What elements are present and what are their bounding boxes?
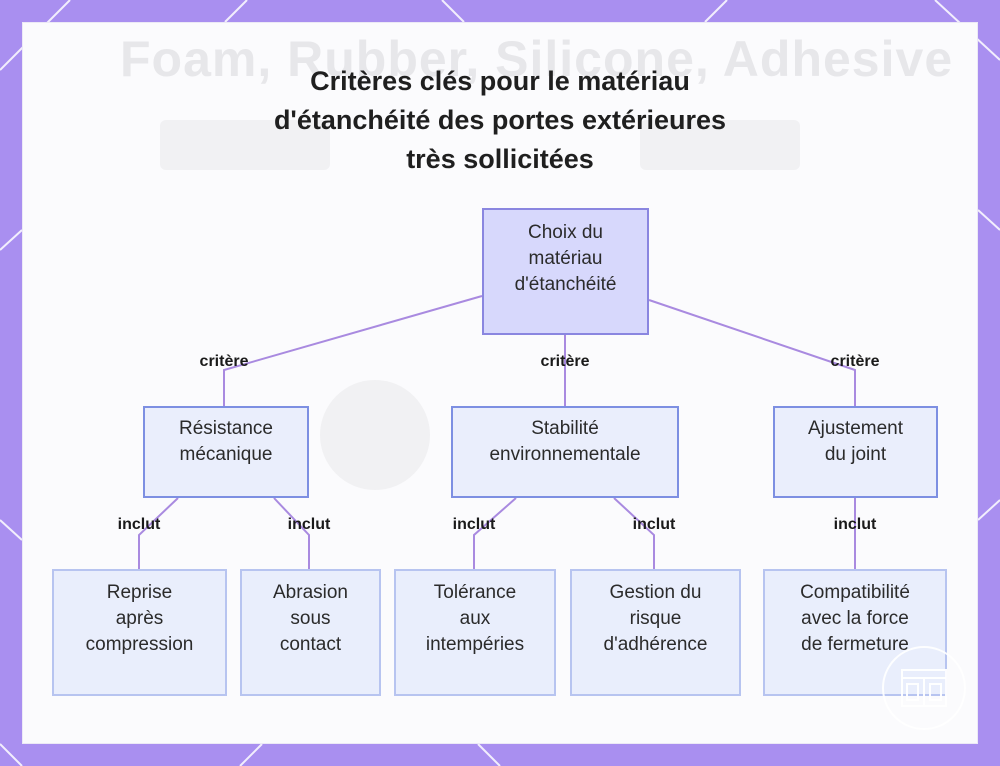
node-label: Ajustement bbox=[807, 418, 904, 439]
edge-label: inclut bbox=[287, 516, 331, 533]
background-shape bbox=[320, 380, 430, 490]
connector-mech-abrasion bbox=[273, 497, 310, 569]
title-line: très sollicitées bbox=[406, 144, 594, 174]
node-label: sous bbox=[290, 608, 331, 629]
watermark-logo-icon bbox=[882, 646, 966, 730]
node-label: Gestion du bbox=[609, 582, 702, 603]
background-text: Foam, Rubber, Silicone, Adhesive bbox=[120, 31, 954, 87]
node-recovery: Reprise après compression bbox=[52, 569, 227, 696]
node-label: Abrasion bbox=[273, 582, 348, 603]
background-shape bbox=[160, 120, 330, 170]
connector-mech-recovery bbox=[138, 497, 179, 569]
node-label: Résistance bbox=[179, 418, 273, 439]
edge-label: inclut bbox=[117, 516, 161, 533]
node-label: du joint bbox=[824, 444, 887, 465]
node-label: environnementale bbox=[489, 444, 641, 465]
node-adhesion: Gestion du risque d'adhérence bbox=[570, 569, 741, 696]
node-label: intempéries bbox=[425, 634, 525, 655]
node-label: contact bbox=[279, 634, 342, 655]
node-label: Compatibilité bbox=[800, 582, 910, 603]
edge-label: critère bbox=[199, 353, 249, 370]
title-line: d'étanchéité des portes extérieures bbox=[273, 105, 727, 135]
background-shape bbox=[640, 120, 800, 170]
title-line: Critères clés pour le matériau bbox=[310, 66, 690, 96]
node-weather: Tolérance aux intempéries bbox=[394, 569, 556, 696]
connector-env-adhesion bbox=[613, 497, 655, 569]
node-env: Stabilité environnementale bbox=[451, 406, 679, 498]
edge-label: critère bbox=[830, 353, 880, 370]
connector-root-mech bbox=[223, 295, 483, 406]
node-label: d'adhérence bbox=[603, 634, 708, 655]
node-abrasion: Abrasion sous contact bbox=[240, 569, 381, 696]
node-label: Stabilité bbox=[531, 418, 599, 439]
node-label: mécanique bbox=[179, 444, 273, 465]
node-label: matériau bbox=[528, 248, 603, 269]
node-mech: Résistance mécanique bbox=[143, 406, 309, 498]
node-label: Reprise bbox=[106, 582, 173, 603]
node-label: Choix du bbox=[528, 222, 603, 243]
node-label: risque bbox=[629, 608, 682, 629]
node-label: après bbox=[115, 608, 164, 629]
edge-label: inclut bbox=[632, 516, 676, 533]
diagram-title: Critères clés pour le matériau d'étanché… bbox=[200, 62, 800, 179]
node-root: Choix du matériau d'étanchéité bbox=[482, 208, 649, 335]
node-label: de fermeture bbox=[801, 634, 909, 655]
connector-root-fit bbox=[648, 299, 856, 406]
node-fit: Ajustement du joint bbox=[773, 406, 938, 498]
node-label: avec la force bbox=[801, 608, 909, 629]
edge-label: inclut bbox=[833, 516, 877, 533]
node-label: compression bbox=[85, 634, 194, 655]
node-label: aux bbox=[459, 608, 491, 629]
node-label: d'étanchéité bbox=[514, 274, 617, 295]
node-label: Tolérance bbox=[433, 582, 517, 603]
edge-label: critère bbox=[540, 353, 590, 370]
edge-label: inclut bbox=[452, 516, 496, 533]
connector-env-weather bbox=[473, 497, 517, 569]
